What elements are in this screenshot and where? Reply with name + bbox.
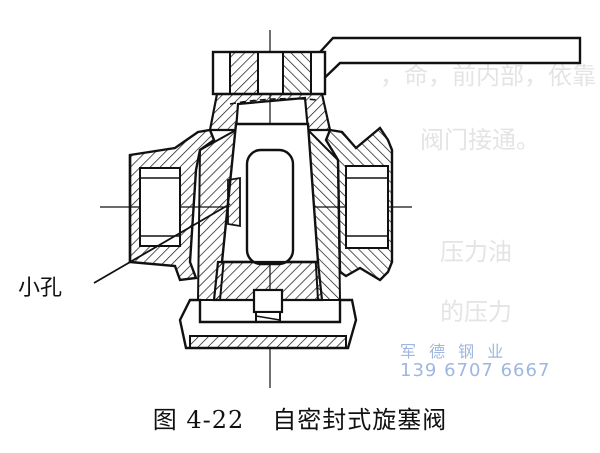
bleed-through-text-2: 阀门接通。 xyxy=(420,126,540,154)
plug-port xyxy=(245,148,295,266)
callout-small-hole-label: 小孔 xyxy=(18,276,63,301)
plug-base xyxy=(212,260,324,302)
left-port xyxy=(128,128,216,282)
watermark-company: 军 德 钢 业 xyxy=(400,342,508,361)
small-hole xyxy=(227,176,241,228)
body-neck xyxy=(208,92,332,132)
top-gland xyxy=(211,50,327,96)
figure-number: 图 4-22 xyxy=(152,406,245,434)
bleed-through-text-1: ，命，前内部，依靠 xyxy=(380,62,596,90)
figure-title: 自密封式旋塞阀 xyxy=(272,406,448,434)
bleed-through-text-4: 的压力 xyxy=(440,298,512,326)
bottom-cover-plate xyxy=(189,335,347,349)
callout-leader xyxy=(93,203,231,284)
bleed-through-text-3: 压力油 xyxy=(440,238,512,266)
figure-caption: 图 4-22 自密封式旋塞阀 xyxy=(0,400,600,435)
handle xyxy=(308,36,582,93)
watermark-phone: 139 6707 6667 xyxy=(400,360,551,381)
right-port xyxy=(324,126,394,282)
